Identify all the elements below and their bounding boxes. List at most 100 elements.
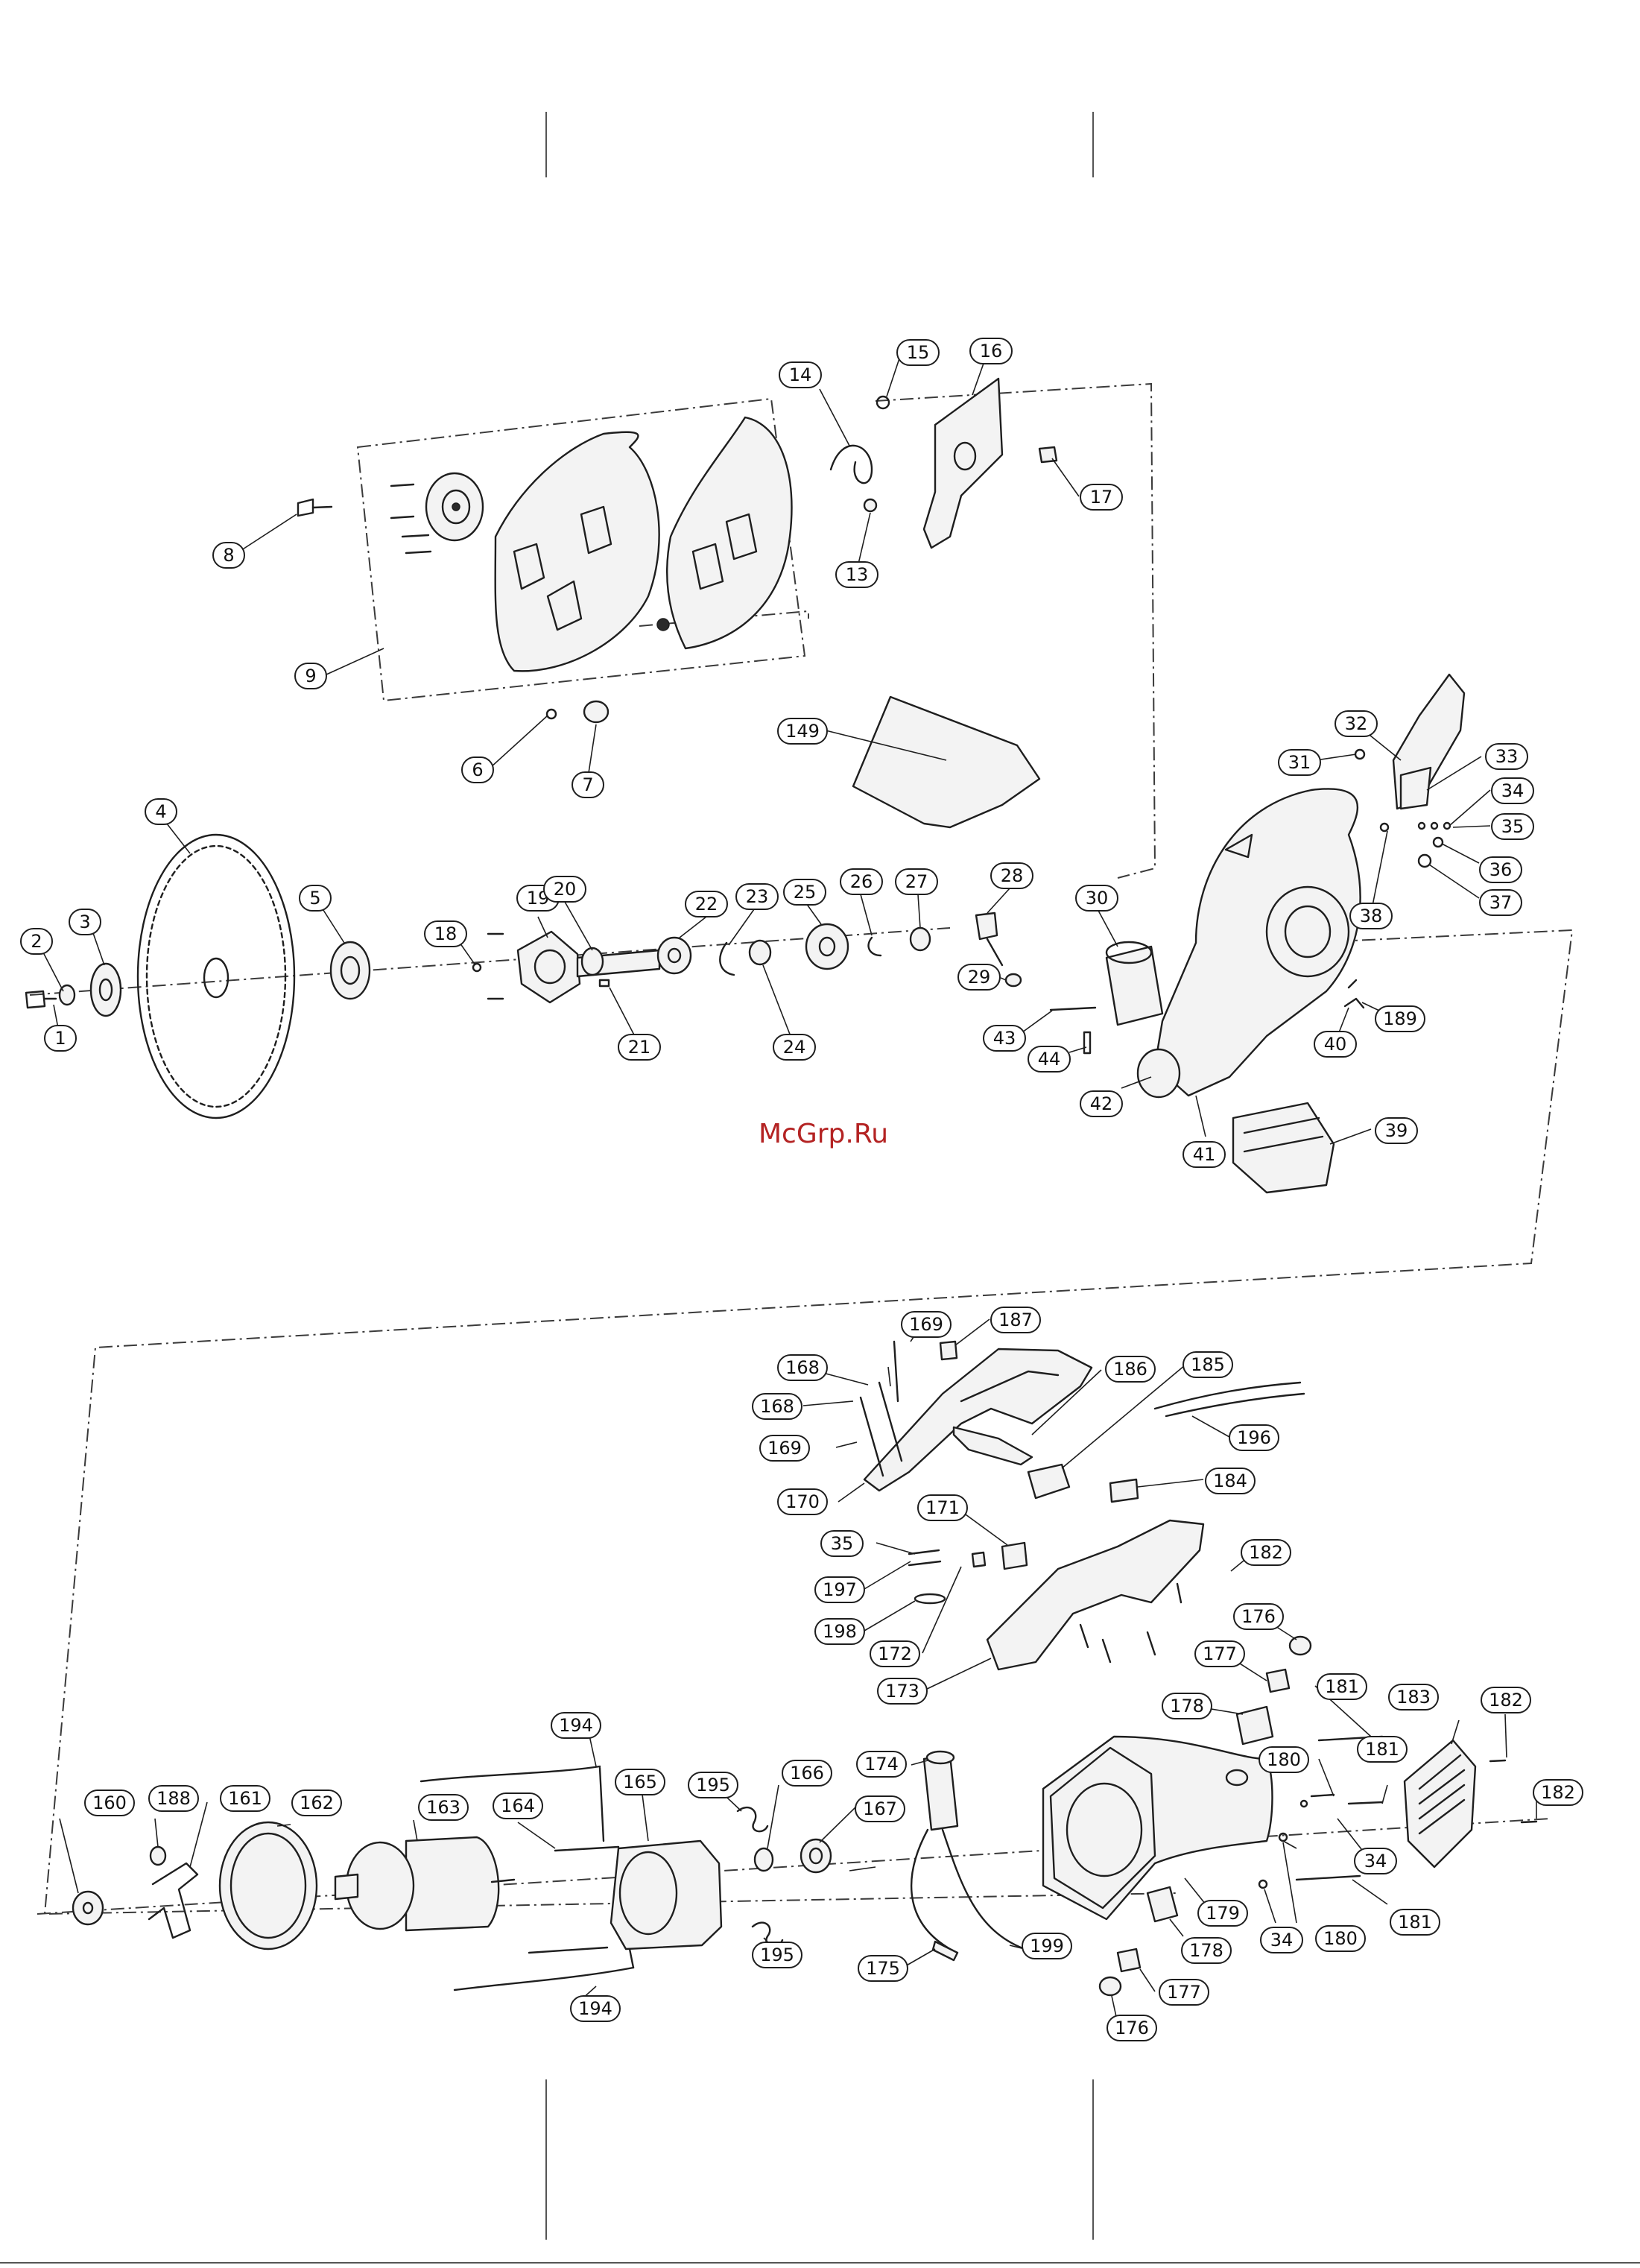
callout-2: 2 — [20, 928, 53, 955]
svg-text:17: 17 — [1090, 487, 1113, 508]
svg-text:6: 6 — [472, 759, 483, 780]
svg-text:186: 186 — [1113, 1359, 1147, 1380]
svg-text:179: 179 — [1206, 1903, 1240, 1924]
callouts: 1 2 3 4 5 6 7 8 9 13 14 15 16 17 18 19 2… — [20, 338, 1583, 2041]
svg-text:26: 26 — [850, 871, 873, 892]
crop-marks — [0, 112, 1640, 2264]
svg-text:9: 9 — [305, 666, 316, 686]
watermark-text: McGrp.Ru — [759, 1119, 888, 1149]
svg-text:171: 171 — [925, 1497, 960, 1518]
callout-21: 21 — [618, 1034, 661, 1061]
svg-text:34: 34 — [1270, 1930, 1294, 1950]
callout-172: 172 — [870, 1640, 920, 1667]
svg-text:169: 169 — [909, 1314, 943, 1335]
callout-1: 1 — [44, 1025, 77, 1052]
svg-text:34: 34 — [1501, 780, 1525, 801]
callout-44: 44 — [1028, 1046, 1071, 1073]
svg-text:181: 181 — [1398, 1912, 1432, 1933]
callout-6: 6 — [461, 756, 494, 783]
svg-text:180: 180 — [1267, 1749, 1301, 1770]
svg-text:13: 13 — [846, 564, 869, 585]
callout-181-mid: 181 — [1357, 1736, 1408, 1763]
callout-160: 160 — [84, 1790, 135, 1816]
callout-194-bottom: 194 — [570, 1995, 621, 2022]
callout-174: 174 — [856, 1751, 907, 1778]
svg-text:5: 5 — [309, 888, 320, 909]
callout-36: 36 — [1479, 856, 1522, 883]
callout-14: 14 — [779, 361, 822, 388]
svg-text:35: 35 — [831, 1533, 854, 1554]
callout-169-top: 169 — [901, 1311, 952, 1338]
svg-text:184: 184 — [1213, 1471, 1247, 1491]
svg-text:194: 194 — [559, 1715, 593, 1736]
svg-text:29: 29 — [968, 967, 991, 988]
callout-20: 20 — [543, 876, 586, 903]
callout-42: 42 — [1080, 1090, 1123, 1117]
callout-164: 164 — [493, 1792, 543, 1819]
svg-text:160: 160 — [92, 1792, 127, 1813]
svg-text:43: 43 — [993, 1028, 1016, 1049]
callout-170: 170 — [777, 1488, 828, 1515]
callout-39: 39 — [1375, 1117, 1418, 1144]
svg-text:198: 198 — [823, 1621, 857, 1642]
callout-23: 23 — [735, 883, 779, 910]
callout-18: 18 — [424, 920, 467, 947]
svg-text:189: 189 — [1383, 1008, 1417, 1029]
svg-text:38: 38 — [1360, 906, 1383, 926]
svg-text:39: 39 — [1385, 1120, 1408, 1141]
svg-text:161: 161 — [228, 1788, 262, 1809]
svg-text:165: 165 — [623, 1772, 657, 1792]
callout-184: 184 — [1205, 1468, 1256, 1494]
callout-182-mid: 182 — [1481, 1687, 1531, 1713]
svg-text:31: 31 — [1288, 752, 1311, 773]
svg-text:1: 1 — [54, 1028, 66, 1049]
svg-text:172: 172 — [878, 1643, 912, 1664]
motor-assembly — [37, 1635, 1551, 1997]
callout-7: 7 — [572, 771, 604, 798]
callout-15: 15 — [896, 339, 940, 366]
svg-text:40: 40 — [1324, 1034, 1347, 1055]
callout-163: 163 — [418, 1794, 469, 1821]
callout-188: 188 — [148, 1785, 199, 1812]
handle-assembly — [859, 1340, 1305, 1671]
callout-176-bottom: 176 — [1106, 2015, 1157, 2041]
svg-text:169: 169 — [767, 1438, 802, 1459]
callout-40: 40 — [1314, 1031, 1357, 1058]
callout-41: 41 — [1182, 1141, 1226, 1168]
callout-34-bottom-b: 34 — [1260, 1927, 1303, 1953]
svg-text:8: 8 — [223, 545, 234, 566]
svg-text:20: 20 — [554, 879, 577, 900]
callout-32: 32 — [1335, 710, 1378, 737]
callout-35-lower: 35 — [820, 1530, 864, 1557]
svg-text:7: 7 — [582, 774, 593, 795]
svg-text:15: 15 — [907, 342, 930, 363]
svg-text:199: 199 — [1030, 1936, 1064, 1956]
svg-text:195: 195 — [696, 1775, 730, 1795]
svg-text:182: 182 — [1541, 1782, 1575, 1803]
svg-text:4: 4 — [155, 801, 166, 822]
callout-149: 149 — [777, 718, 828, 745]
callout-30: 30 — [1075, 885, 1118, 912]
callout-189: 189 — [1375, 1005, 1425, 1032]
svg-text:177: 177 — [1203, 1643, 1237, 1664]
svg-text:174: 174 — [864, 1754, 899, 1775]
svg-text:25: 25 — [794, 882, 817, 903]
svg-text:34: 34 — [1364, 1851, 1387, 1871]
svg-text:176: 176 — [1241, 1606, 1276, 1627]
callout-177-bottom: 177 — [1159, 1979, 1209, 2006]
callout-167: 167 — [855, 1795, 905, 1822]
link-plate-assembly — [829, 377, 1058, 549]
svg-text:33: 33 — [1495, 746, 1519, 767]
callout-180-bottom: 180 — [1315, 1925, 1366, 1952]
svg-text:22: 22 — [695, 894, 718, 915]
svg-text:3: 3 — [79, 912, 90, 932]
svg-text:175: 175 — [866, 1958, 900, 1979]
svg-text:170: 170 — [785, 1491, 820, 1512]
callout-25: 25 — [783, 879, 826, 906]
svg-text:188: 188 — [156, 1788, 191, 1809]
callout-175: 175 — [858, 1955, 908, 1982]
svg-text:21: 21 — [628, 1037, 651, 1058]
callout-178-top: 178 — [1162, 1693, 1212, 1719]
svg-text:195: 195 — [760, 1945, 794, 1965]
